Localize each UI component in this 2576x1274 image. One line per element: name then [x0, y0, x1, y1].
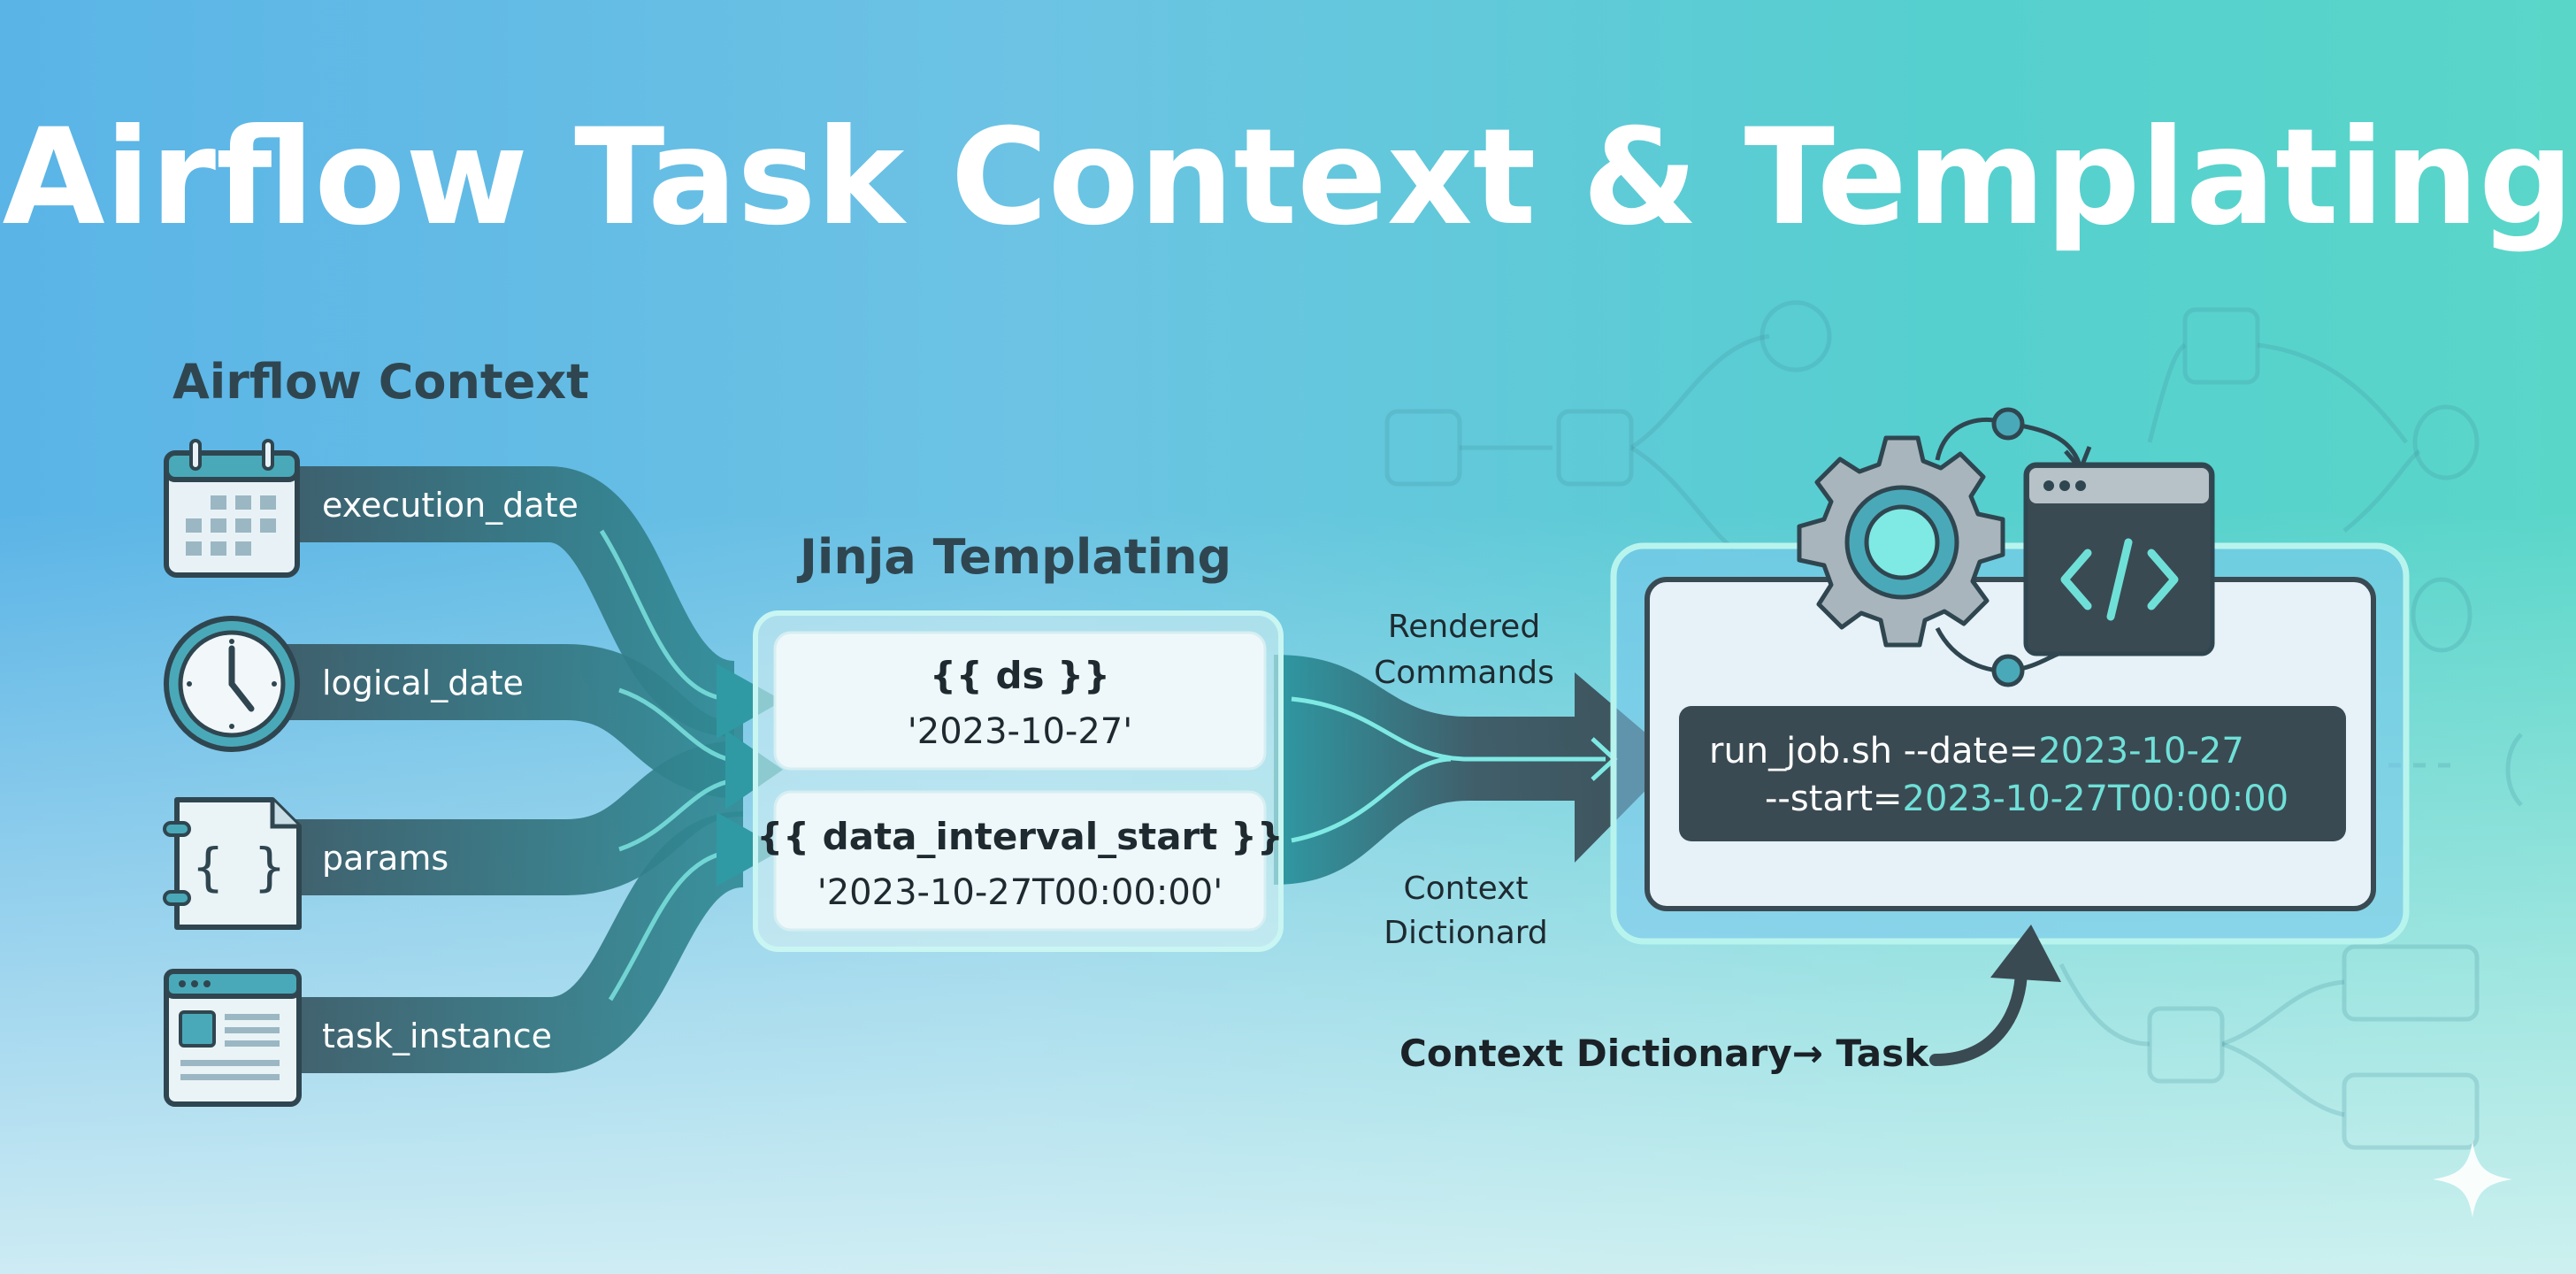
calendar-icon — [164, 439, 300, 578]
template-data-interval-start: {{ data_interval_start }} — [756, 815, 1284, 858]
rendered-label-line2: Commands — [1374, 655, 1554, 691]
sparkle-icon — [2433, 1141, 2512, 1217]
cycle-node-icon — [1991, 654, 2025, 687]
browser-window-icon — [164, 969, 302, 1107]
rendered-label-line1: Rendered — [1388, 609, 1540, 645]
context-label-line2: Dictionard — [1384, 915, 1548, 951]
jinja-templating-heading: Jinja Templating — [796, 529, 1231, 585]
context-label-line1: Context — [1403, 871, 1528, 907]
code-window-icon — [2023, 462, 2215, 656]
context-flow-bands — [265, 466, 783, 1073]
curly-braces-document-icon: { } — [163, 797, 302, 930]
command-line-2: --start=2023-10-27T00:00:00 — [1765, 779, 2288, 819]
page-title: Airflow Task Context & Templating — [3, 101, 2574, 255]
gear-icon — [1797, 435, 2005, 648]
context-item-params: params — [322, 839, 448, 878]
template-ds-value: '2023-10-27' — [908, 711, 1132, 752]
jinja-template-box — [753, 610, 1284, 952]
template-data-interval-start-value: '2023-10-27T00:00:00' — [817, 872, 1223, 913]
command-line-1: run_job.sh --date=2023-10-27 — [1709, 731, 2244, 771]
airflow-context-heading: Airflow Context — [172, 354, 589, 410]
clock-icon — [164, 616, 300, 752]
context-item-task-instance: task_instance — [322, 1017, 552, 1055]
context-item-logical-date: logical_date — [322, 664, 524, 702]
background-dag-decoration — [1384, 300, 2523, 1150]
svg-text:{ }: { } — [193, 837, 286, 897]
cycle-node-icon — [1991, 407, 2025, 441]
rendered-flow-arrow — [1274, 655, 1676, 885]
context-dictionary-to-task-label: Context Dictionary→ Task — [1399, 1032, 1929, 1075]
context-item-execution-date: execution_date — [322, 486, 579, 525]
template-ds: {{ ds }} — [930, 654, 1110, 697]
curved-up-arrow — [1929, 925, 2061, 1066]
